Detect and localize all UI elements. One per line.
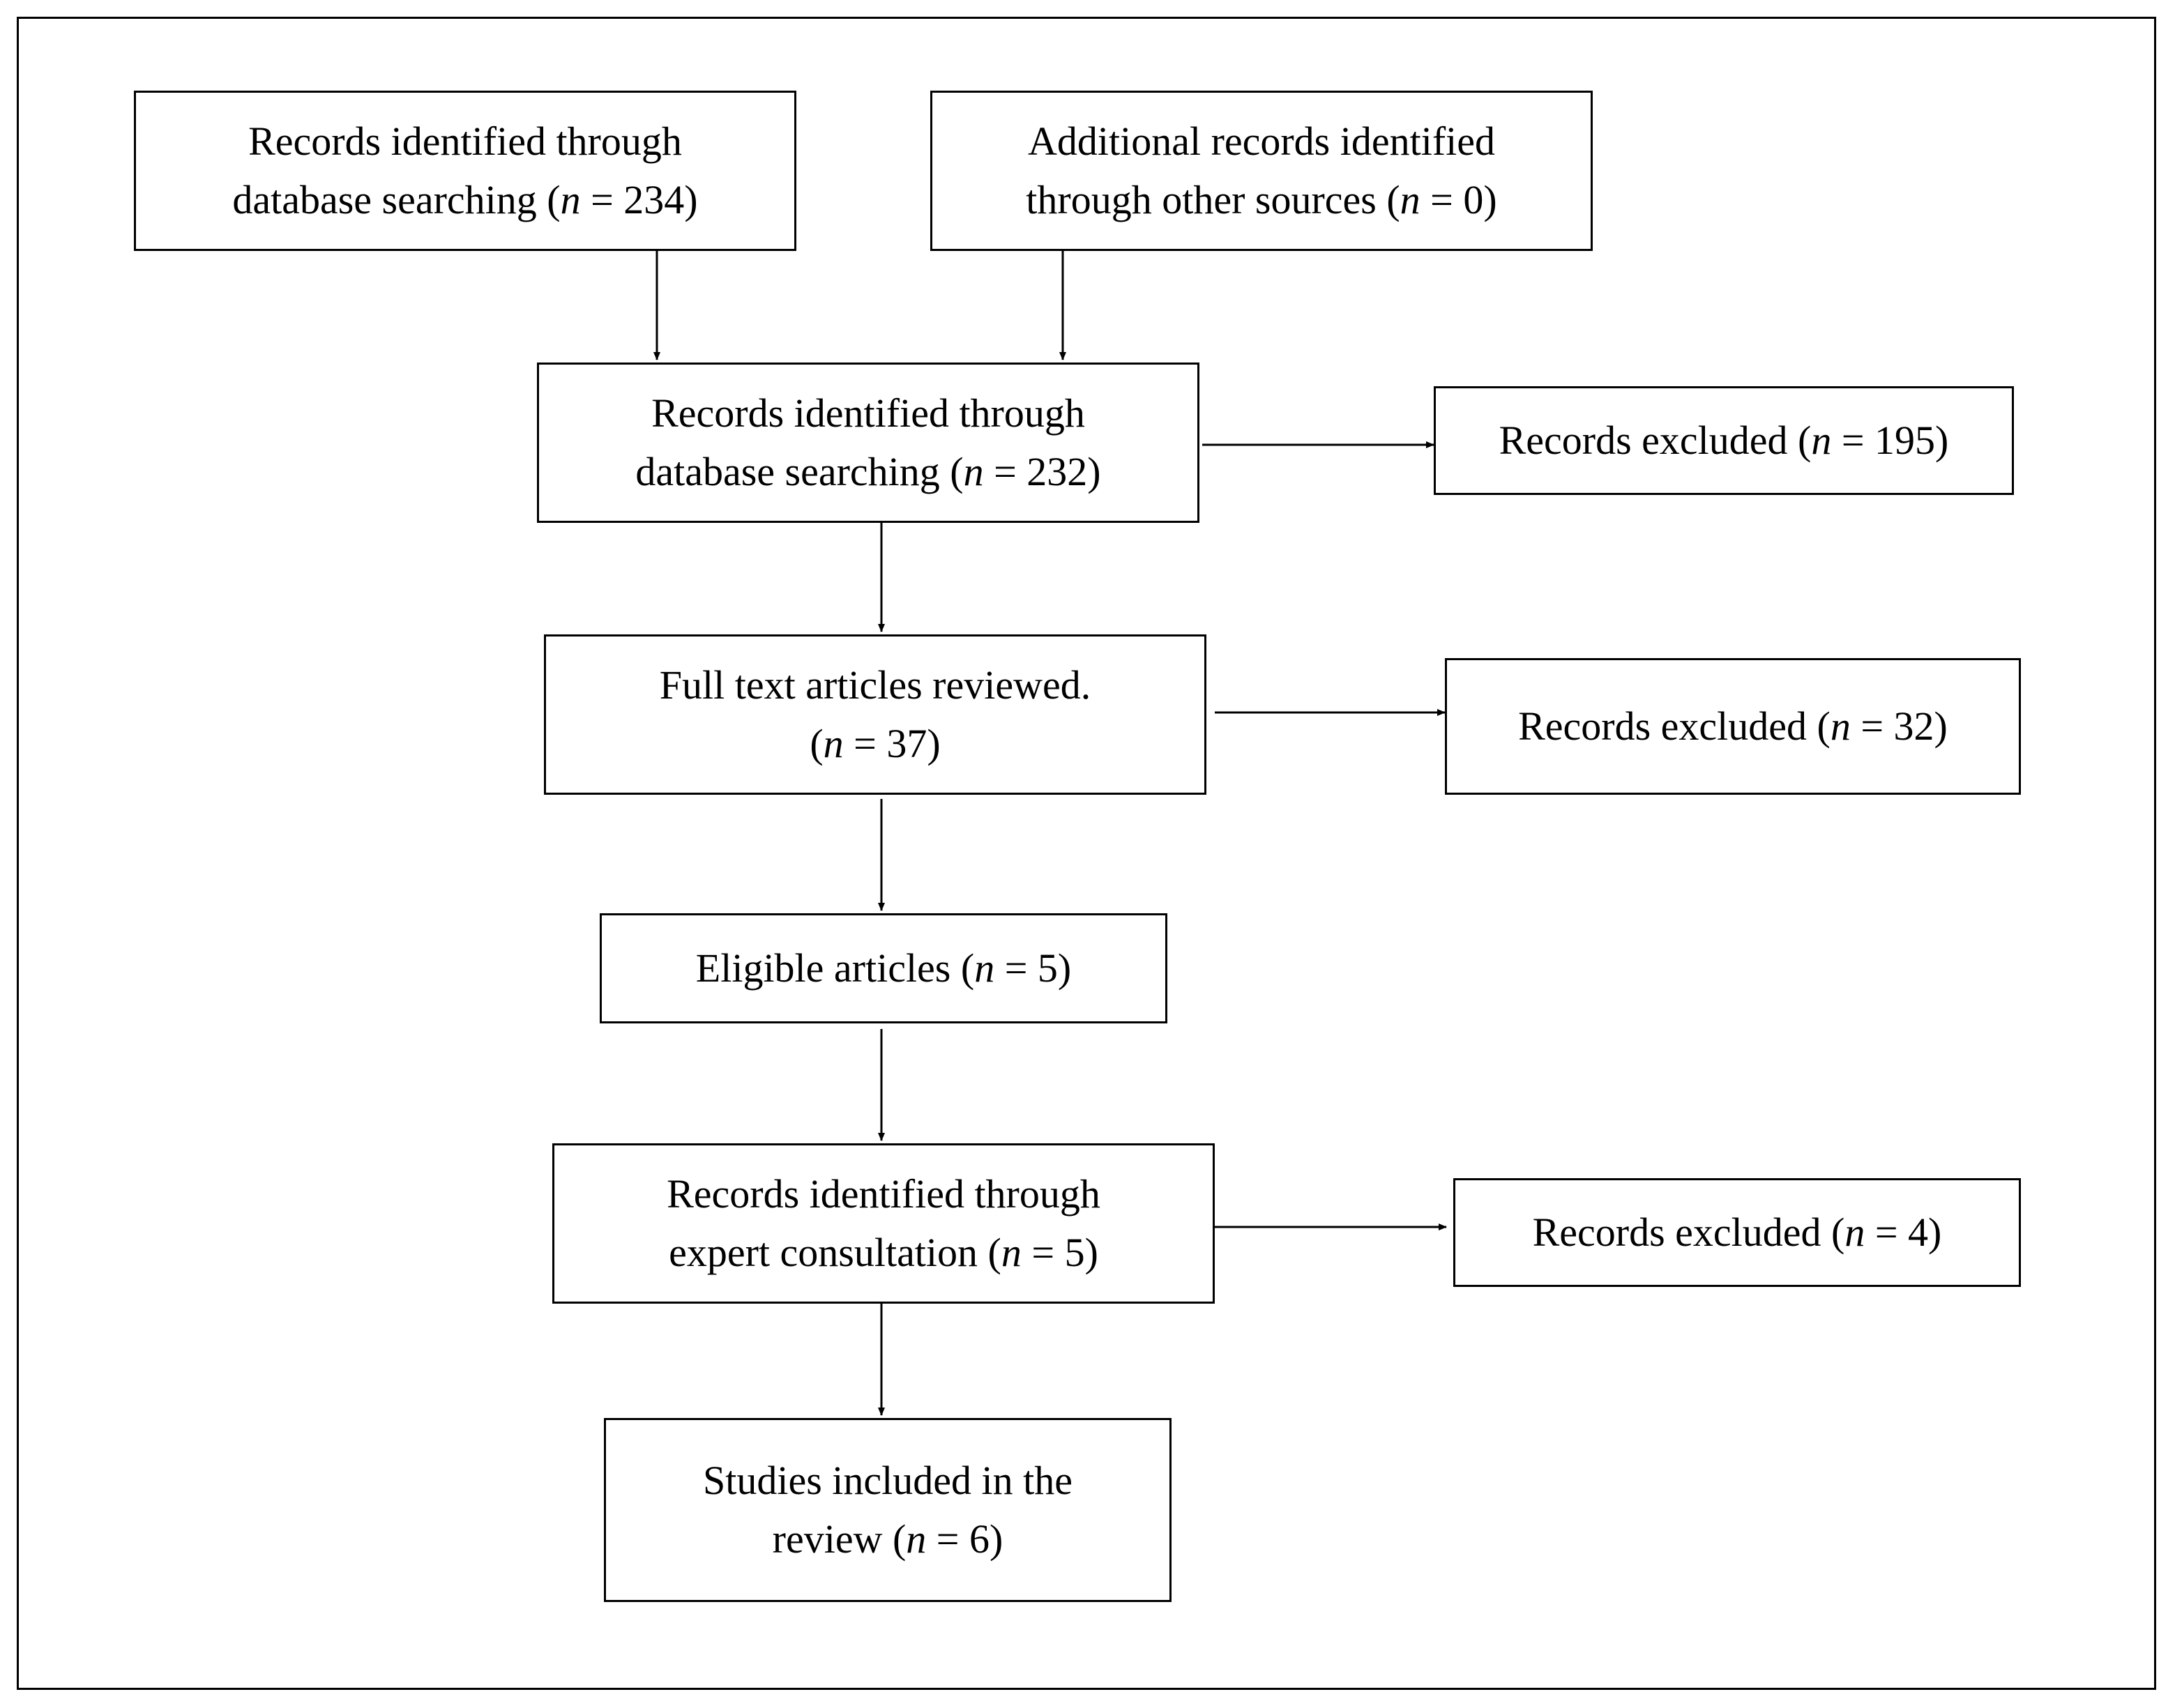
box-other-sources: Additional records identified through ot… bbox=[930, 91, 1593, 251]
box-line: database searching (n = 232) bbox=[635, 449, 1101, 494]
box-line: Records identified through bbox=[651, 390, 1085, 436]
box-line: Records identified through bbox=[667, 1171, 1100, 1217]
box-line: expert consultation (n = 5) bbox=[669, 1230, 1098, 1275]
box-excluded-4: Records excluded (n = 4) bbox=[1453, 1178, 2021, 1287]
box-line: Additional records identified bbox=[1027, 119, 1496, 164]
box-line: review (n = 6) bbox=[772, 1516, 1003, 1562]
box-line: Full text articles reviewed. bbox=[659, 662, 1091, 708]
box-records-screened: Records identified through database sear… bbox=[537, 363, 1199, 523]
box-excluded-32: Records excluded (n = 32) bbox=[1445, 658, 2021, 795]
box-line: Records excluded (n = 195) bbox=[1499, 418, 1949, 463]
box-line: (n = 37) bbox=[810, 721, 941, 766]
box-eligible-articles: Eligible articles (n = 5) bbox=[600, 913, 1167, 1023]
box-studies-included: Studies included in the review (n = 6) bbox=[604, 1418, 1172, 1602]
box-database-searching: Records identified through database sear… bbox=[134, 91, 796, 251]
box-line: Records excluded (n = 4) bbox=[1532, 1210, 1942, 1255]
box-line: Records identified through bbox=[248, 119, 682, 164]
box-line: Eligible articles (n = 5) bbox=[695, 945, 1072, 991]
figure-frame bbox=[17, 17, 2156, 1690]
box-full-text-reviewed: Full text articles reviewed. (n = 37) bbox=[544, 634, 1206, 795]
box-line: Studies included in the bbox=[703, 1458, 1073, 1503]
box-line: through other sources (n = 0) bbox=[1026, 177, 1497, 222]
box-line: database searching (n = 234) bbox=[232, 177, 698, 222]
box-line: Records excluded (n = 32) bbox=[1518, 703, 1948, 749]
box-expert-consultation: Records identified through expert consul… bbox=[552, 1143, 1215, 1304]
box-excluded-195: Records excluded (n = 195) bbox=[1434, 386, 2014, 495]
